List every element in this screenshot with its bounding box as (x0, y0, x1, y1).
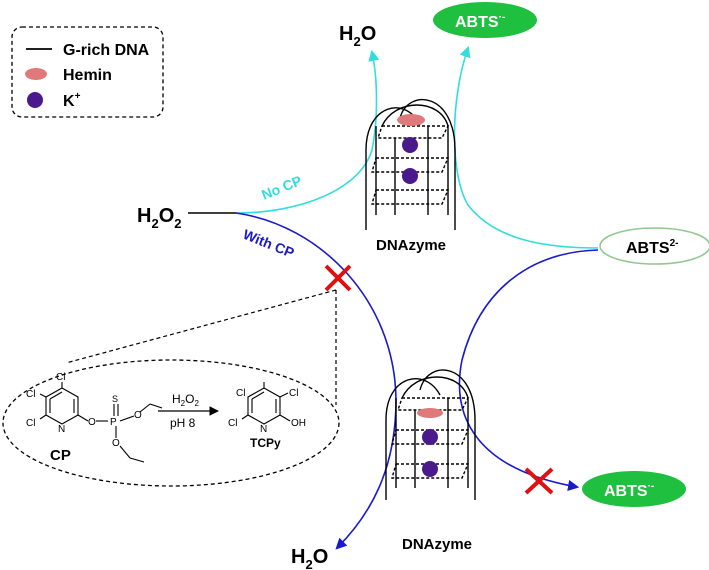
tcpy-cl-1: Cl (236, 388, 245, 399)
legend-box (11, 26, 164, 118)
dnazyme-top-loop-right (399, 98, 456, 230)
reaction-reagent: H2O2 (172, 392, 199, 408)
legend-k-label: K+ (63, 91, 81, 110)
dnazyme-top-k-ion-1 (402, 137, 418, 153)
no-cp-label: No CP (259, 172, 304, 203)
abts-radical-top-label: ABTS·- (455, 12, 505, 31)
dnazyme-bottom-loop-right (419, 369, 476, 500)
cp-p-atom: P (110, 417, 117, 428)
no-cp-path-left (235, 49, 380, 214)
tcpy-label: TCPy (250, 436, 281, 450)
reaction-condition: pH 8 (170, 416, 196, 430)
cp-o-ethyl-2: O (112, 438, 120, 449)
cp-n-atom: N (58, 424, 65, 435)
tcpy-cl-2: Cl (289, 388, 298, 399)
zoom-connector-left (65, 289, 337, 364)
cp-s-atom: S (112, 394, 118, 404)
abts-radical-bottom-badge: ABTS·- (582, 471, 686, 507)
dnazyme-top-tier1 (377, 125, 450, 139)
h2o-bottom-label: H2O (291, 546, 328, 570)
abts2-badge: ABTS2- (599, 227, 709, 265)
dnazyme-top (365, 98, 456, 230)
abts2-label: ABTS2- (626, 238, 678, 257)
cp-structure (39, 382, 163, 463)
abts-to-radical-path (458, 249, 599, 491)
dnazyme-top-tier3 (371, 189, 450, 205)
cp-label: CP (50, 447, 71, 464)
legend-hemin-icon (25, 68, 47, 80)
cp-cl-2: Cl (26, 389, 35, 400)
h2o-top-label: H2O (339, 23, 376, 49)
legend-hemin-label: Hemin (63, 67, 112, 84)
legend-line-label: G-rich DNA (63, 42, 150, 59)
cp-o-ethyl-1: O (134, 410, 142, 421)
cp-o-link: O (88, 417, 96, 428)
reaction-inset-ellipse (2, 359, 340, 487)
abts-radical-bottom-label: ABTS·- (604, 481, 654, 500)
dnazyme-bottom-loop-middle (401, 376, 469, 399)
dnazyme-bottom-k-ion-2 (422, 461, 438, 477)
dnazyme-top-hemin (397, 114, 425, 126)
tcpy-structure (241, 382, 291, 425)
reaction-inset: Cl Cl Cl N O P S O O CP H2O2 pH 8 Cl Cl … (2, 359, 340, 487)
dnazyme-bottom-tier1 (397, 397, 470, 411)
dnazyme-top-tier2 (371, 157, 450, 173)
dnazyme-bottom-loop-left (385, 378, 441, 500)
legend-k-icon (27, 92, 43, 108)
cp-cl-3: Cl (26, 418, 35, 429)
dnazyme-top-loop-middle (381, 104, 449, 127)
legend: G-rich DNA Hemin K+ (11, 26, 164, 118)
abts2-ellipse (599, 227, 709, 265)
dnazyme-top-label: DNAzyme (376, 237, 446, 254)
abts-radical-bottom-ellipse (582, 471, 686, 507)
dnazyme-bottom (385, 369, 476, 500)
dnazyme-bottom-label: DNAzyme (402, 536, 472, 553)
abts-radical-top-ellipse (433, 2, 537, 38)
inhibition-x-bottom (524, 467, 554, 495)
tcpy-oh: OH (291, 418, 306, 429)
no-cp-path-right (453, 45, 599, 249)
abts-radical-top-badge: ABTS·- (433, 2, 537, 38)
inhibition-x-top (324, 264, 352, 292)
tcpy-cl-3: Cl (228, 418, 237, 429)
tcpy-n-atom: N (260, 424, 267, 435)
dnazyme-bottom-tier3 (391, 463, 470, 479)
dnazyme-bottom-tier2 (391, 429, 470, 445)
with-cp-label: With CP (241, 226, 297, 261)
dnazyme-bottom-k-ion-1 (422, 429, 438, 445)
dnazyme-bottom-hemin (417, 408, 443, 418)
with-cp-path (235, 212, 397, 550)
dnazyme-top-k-ion-2 (402, 168, 418, 184)
cp-cl-1: Cl (56, 372, 65, 383)
h2o2-label: H2O2 (137, 205, 181, 231)
